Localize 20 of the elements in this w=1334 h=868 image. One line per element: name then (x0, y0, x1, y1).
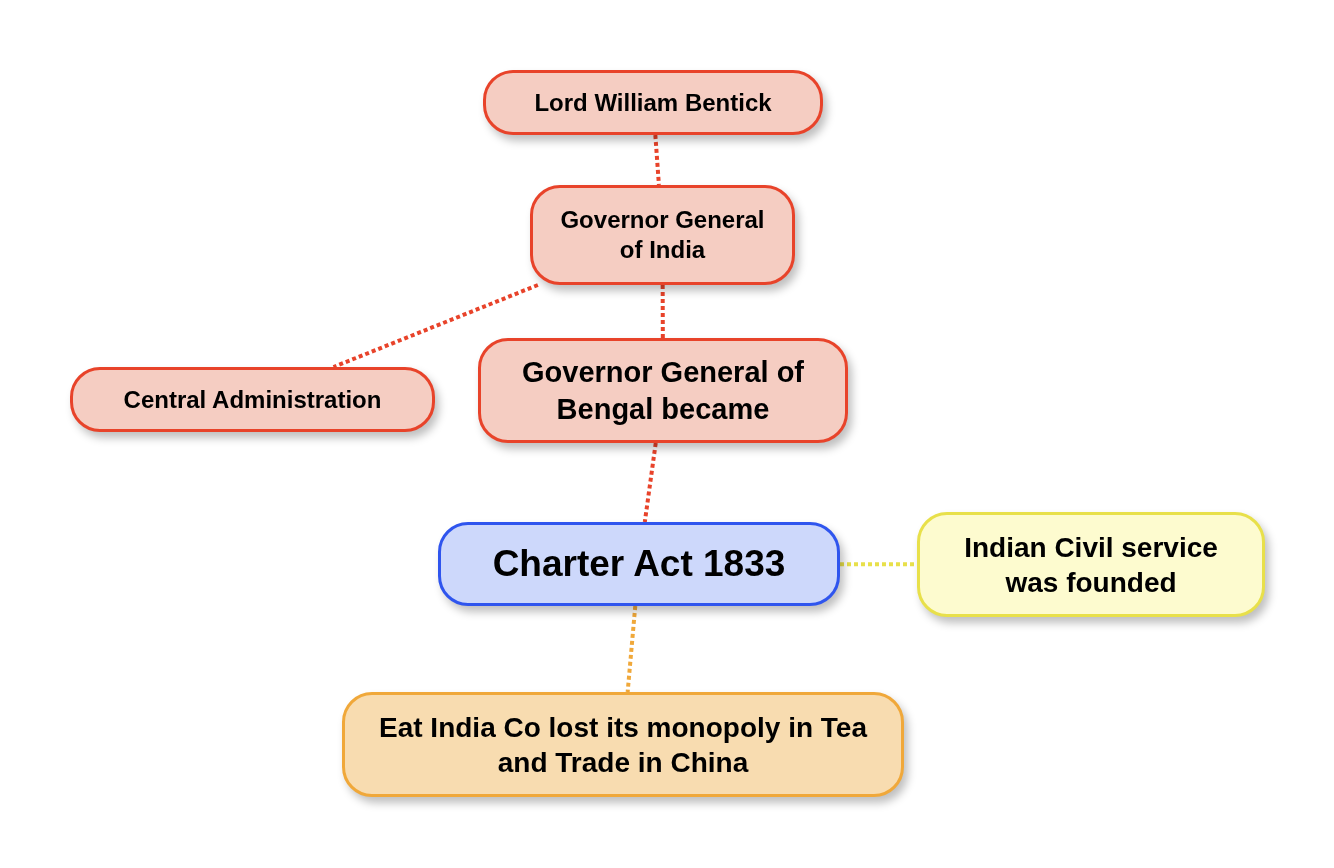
topic-box (438, 522, 840, 606)
topic-box (70, 367, 435, 432)
topic-text: Eat India Co lost its monopoly in Tea and Trade in China (378, 710, 869, 780)
topic-text: Lord William Bentick (534, 87, 772, 118)
topic-text: Governor General of India (559, 205, 766, 265)
dotted-connector (642, 442, 658, 523)
dotted-connector (625, 605, 638, 693)
topic-box (530, 185, 795, 285)
dotted-connector (332, 283, 539, 369)
topic-text: Indian Civil service was founded (963, 530, 1219, 600)
dotted-connector (653, 134, 661, 186)
topic-text: Central Administration (123, 384, 382, 415)
topic-box (483, 70, 823, 135)
dotted-connector (660, 285, 665, 338)
topic-box (917, 512, 1265, 617)
topic-box (478, 338, 848, 443)
topic-text: Governor General of Bengal became (521, 355, 805, 427)
topic-box (342, 692, 904, 797)
dotted-connector (840, 562, 917, 567)
topic-text: Charter Act 1833 (492, 541, 786, 586)
